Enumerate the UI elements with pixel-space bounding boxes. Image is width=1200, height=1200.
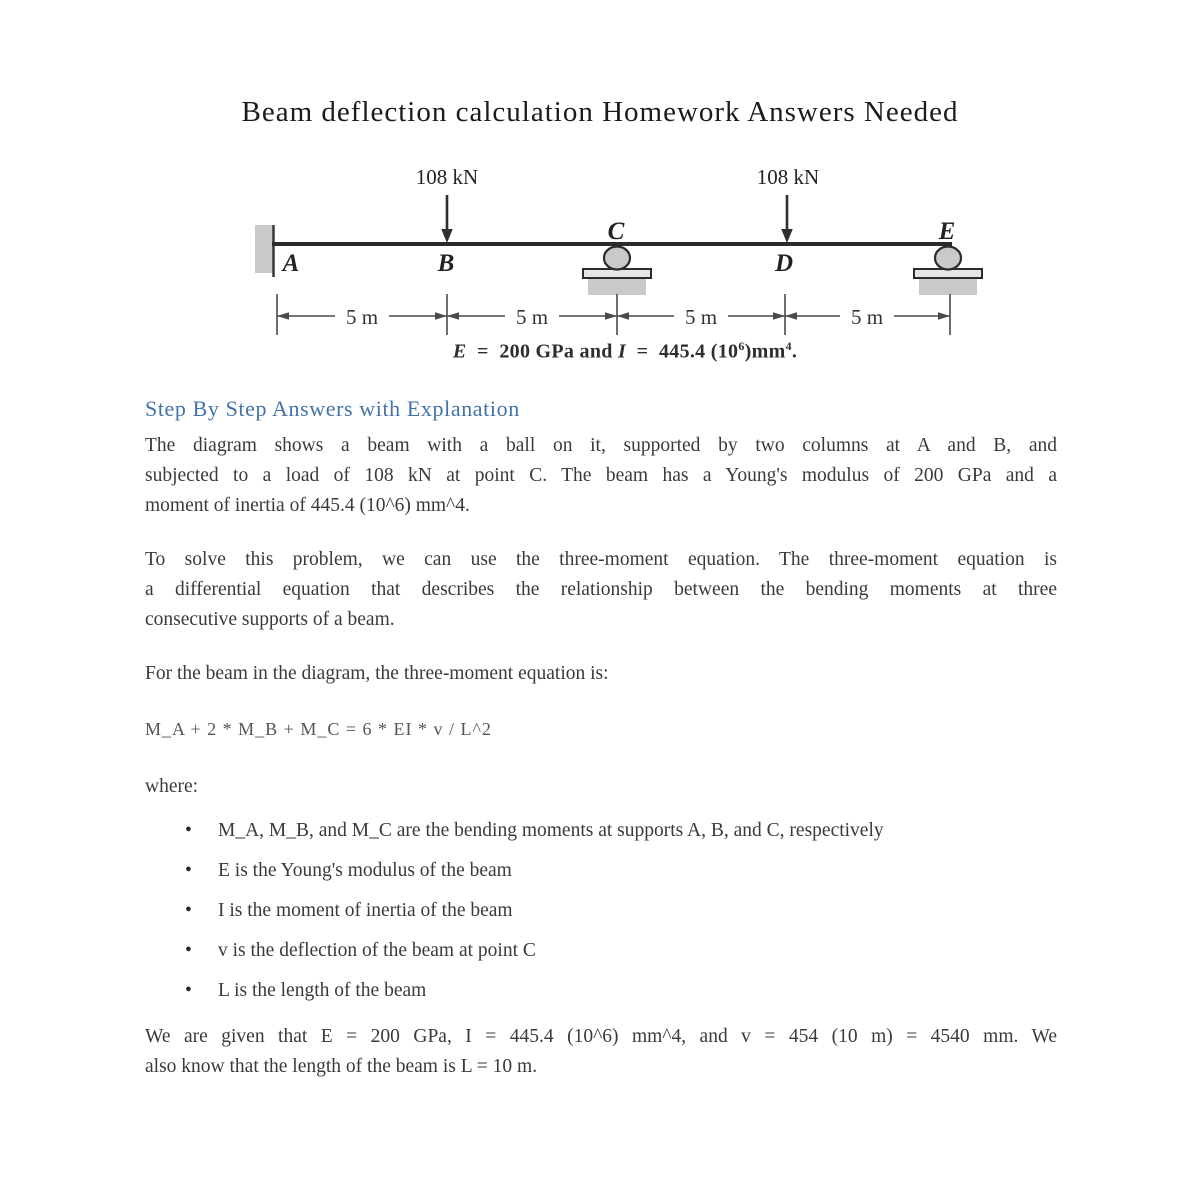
list-item: • M_A, M_B, and M_C are the bending mome… — [145, 816, 1057, 846]
load-label-left: 108 kN — [416, 165, 478, 189]
dimension-line: 5 m 5 m 5 m 5 m — [276, 294, 951, 335]
three-moment-equation: M_A + 2 * M_B + M_C = 6 * EI * v / L^2 — [145, 719, 492, 739]
paragraph-2: To solve this problem, we can use the th… — [145, 545, 1057, 635]
point-label-b: B — [437, 250, 455, 277]
props-text-3: )mm — [744, 340, 786, 363]
beam-diagram: 108 kN 108 kN — [230, 155, 1020, 375]
bullet-icon: • — [185, 860, 192, 881]
point-label-a: A — [281, 250, 300, 277]
bullet-icon: • — [185, 980, 192, 1001]
roller-support-c — [582, 245, 652, 295]
roller-support-e — [913, 245, 983, 295]
load-label-right: 108 kN — [757, 165, 819, 189]
dim-label-2: 5 m — [516, 305, 548, 329]
modulus-symbol: E — [452, 340, 467, 363]
bullet-icon: • — [185, 940, 192, 961]
list-item: • I is the moment of inertia of the beam — [145, 896, 1057, 926]
list-item-text: I is the moment of inertia of the beam — [218, 900, 513, 921]
list-item-text: v is the deflection of the beam at point… — [218, 940, 536, 961]
paragraph-3-line-1: For the beam in the diagram, the three-m… — [145, 663, 609, 684]
props-text-4: . — [791, 340, 798, 363]
list-item: • E is the Young's modulus of the beam — [145, 856, 1057, 886]
props-superscript-1: 6 — [738, 339, 745, 353]
load-arrow-left-icon — [441, 195, 453, 243]
list-item-text: M_A, M_B, and M_C are the bending moment… — [218, 820, 884, 841]
paragraph-2-line-1: To solve this problem, we can use the th… — [145, 549, 1057, 570]
page-title: Beam deflection calculation Homework Ans… — [241, 96, 959, 128]
paragraph-1-line-2: subjected to a load of 108 kN at point C… — [145, 465, 1057, 486]
inertia-symbol: I — [617, 340, 627, 363]
closing-paragraph: We are given that E = 200 GPa, I = 445.4… — [145, 1022, 1057, 1082]
fixed-support-wall — [255, 225, 275, 277]
closing-line-1: We are given that E = 200 GPa, I = 445.4… — [145, 1026, 1057, 1047]
dim-label-3: 5 m — [685, 305, 717, 329]
where-label: where: — [145, 776, 199, 797]
point-label-e: E — [938, 218, 956, 245]
bullet-icon: • — [185, 900, 192, 921]
list-item-text: E is the Young's modulus of the beam — [218, 860, 512, 881]
bullet-icon: • — [185, 820, 192, 841]
list-item: • L is the length of the beam — [145, 976, 1057, 1006]
point-label-c: C — [608, 218, 625, 245]
dim-label-1: 5 m — [346, 305, 378, 329]
definitions-list: • M_A, M_B, and M_C are the bending mome… — [145, 816, 1057, 1006]
paragraph-1: The diagram shows a beam with a ball on … — [145, 431, 1057, 521]
paragraph-2-line-3: consecutive supports of a beam. — [145, 609, 395, 630]
closing-line-2: also know that the length of the beam is… — [145, 1056, 538, 1077]
props-superscript-2: 4 — [785, 339, 792, 353]
props-text-2: = 445.4 (10 — [626, 340, 739, 363]
beam-diagram-svg: 108 kN 108 kN — [255, 165, 983, 335]
paragraph-3: For the beam in the diagram, the three-m… — [145, 659, 1057, 689]
material-properties-line: E = 200 GPa and I = 445.4 (106)mm4. — [230, 339, 1020, 364]
paragraph-2-line-2: a differential equation that describes t… — [145, 579, 1057, 600]
load-arrow-right-icon — [781, 195, 793, 243]
point-label-d: D — [774, 250, 793, 277]
answer-section: Step By Step Answers with Explanation Th… — [145, 396, 1057, 1082]
list-item-text: L is the length of the beam — [218, 980, 427, 1001]
paragraph-1-line-3: moment of inertia of 445.4 (10^6) mm^4. — [145, 495, 470, 516]
list-item: • v is the deflection of the beam at poi… — [145, 936, 1057, 966]
section-heading: Step By Step Answers with Explanation — [145, 396, 520, 421]
dim-label-4: 5 m — [851, 305, 883, 329]
paragraph-1-line-1: The diagram shows a beam with a ball on … — [145, 435, 1057, 456]
props-text-1: = 200 GPa and — [466, 340, 618, 363]
